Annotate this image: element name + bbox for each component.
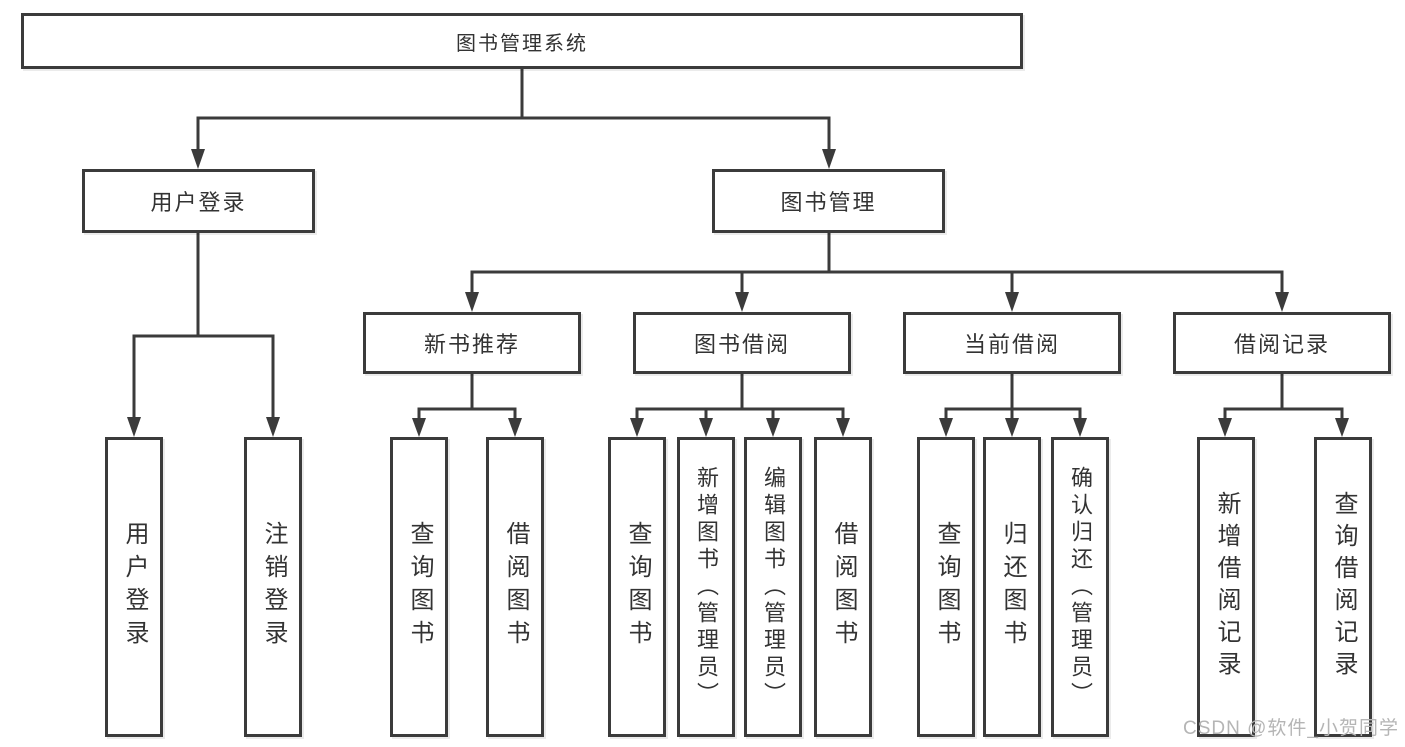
leaf-query-books-1: 查询图书 xyxy=(390,437,448,737)
leaf-add-borrow-record-label: 新增借阅记录 xyxy=(1213,491,1240,683)
leaf-add-borrow-record: 新增借阅记录 xyxy=(1197,437,1255,737)
leaf-user-login: 用户登录 xyxy=(105,437,163,737)
connector-user-login-children xyxy=(127,231,280,437)
leaf-edit-books-admin: 编辑图书（管理员） xyxy=(744,437,802,737)
node-book-management: 图书管理 xyxy=(712,169,945,233)
node-book-borrow-label: 图书借阅 xyxy=(693,332,790,357)
node-current-borrow-label: 当前借阅 xyxy=(963,332,1060,357)
node-borrow-records-label: 借阅记录 xyxy=(1233,332,1330,357)
leaf-borrow-books-1: 借阅图书 xyxy=(486,437,544,737)
node-new-book-recommend: 新书推荐 xyxy=(363,312,581,374)
node-user-login-label: 用户登录 xyxy=(150,190,247,215)
leaf-confirm-return-admin: 确认归还（管理员） xyxy=(1051,437,1109,737)
leaf-borrow-books-2-label: 借阅图书 xyxy=(830,521,857,653)
leaf-query-books-3: 查询图书 xyxy=(917,437,975,737)
connector-borrow-records-children xyxy=(1218,372,1349,437)
node-book-management-label: 图书管理 xyxy=(780,190,877,215)
leaf-return-books: 归还图书 xyxy=(983,437,1041,737)
leaf-query-books-2-label: 查询图书 xyxy=(624,521,651,653)
leaf-add-books-admin-label: 新增图书（管理员） xyxy=(694,465,719,709)
leaf-query-borrow-record-label: 查询借阅记录 xyxy=(1330,491,1357,683)
leaf-logout-label: 注销登录 xyxy=(260,521,287,653)
leaf-query-borrow-record: 查询借阅记录 xyxy=(1314,437,1372,737)
leaf-borrow-books-2: 借阅图书 xyxy=(814,437,872,737)
node-borrow-records: 借阅记录 xyxy=(1173,312,1391,374)
node-user-login: 用户登录 xyxy=(82,169,315,233)
connector-root-to-level2 xyxy=(191,67,836,169)
connector-new-book-children xyxy=(412,372,522,437)
leaf-query-books-3-label: 查询图书 xyxy=(933,521,960,653)
leaf-user-login-label: 用户登录 xyxy=(121,521,148,653)
leaf-query-books-1-label: 查询图书 xyxy=(406,521,433,653)
node-new-book-recommend-label: 新书推荐 xyxy=(423,332,520,357)
node-root: 图书管理系统 xyxy=(21,13,1023,69)
node-current-borrow: 当前借阅 xyxy=(903,312,1121,374)
connector-book-management-sections xyxy=(465,231,1289,312)
leaf-query-books-2: 查询图书 xyxy=(608,437,666,737)
leaf-add-books-admin: 新增图书（管理员） xyxy=(677,437,735,737)
leaf-confirm-return-admin-label: 确认归还（管理员） xyxy=(1068,465,1093,709)
node-book-borrow: 图书借阅 xyxy=(633,312,851,374)
node-root-label: 图书管理系统 xyxy=(456,32,588,55)
leaf-logout: 注销登录 xyxy=(244,437,302,737)
watermark: CSDN @软件_小贺同学 xyxy=(1183,718,1399,739)
leaf-return-books-label: 归还图书 xyxy=(999,521,1026,653)
leaf-edit-books-admin-label: 编辑图书（管理员） xyxy=(761,465,786,709)
connector-book-borrow-children xyxy=(630,372,850,437)
leaf-borrow-books-1-label: 借阅图书 xyxy=(502,521,529,653)
connector-current-borrow-children xyxy=(939,372,1087,437)
